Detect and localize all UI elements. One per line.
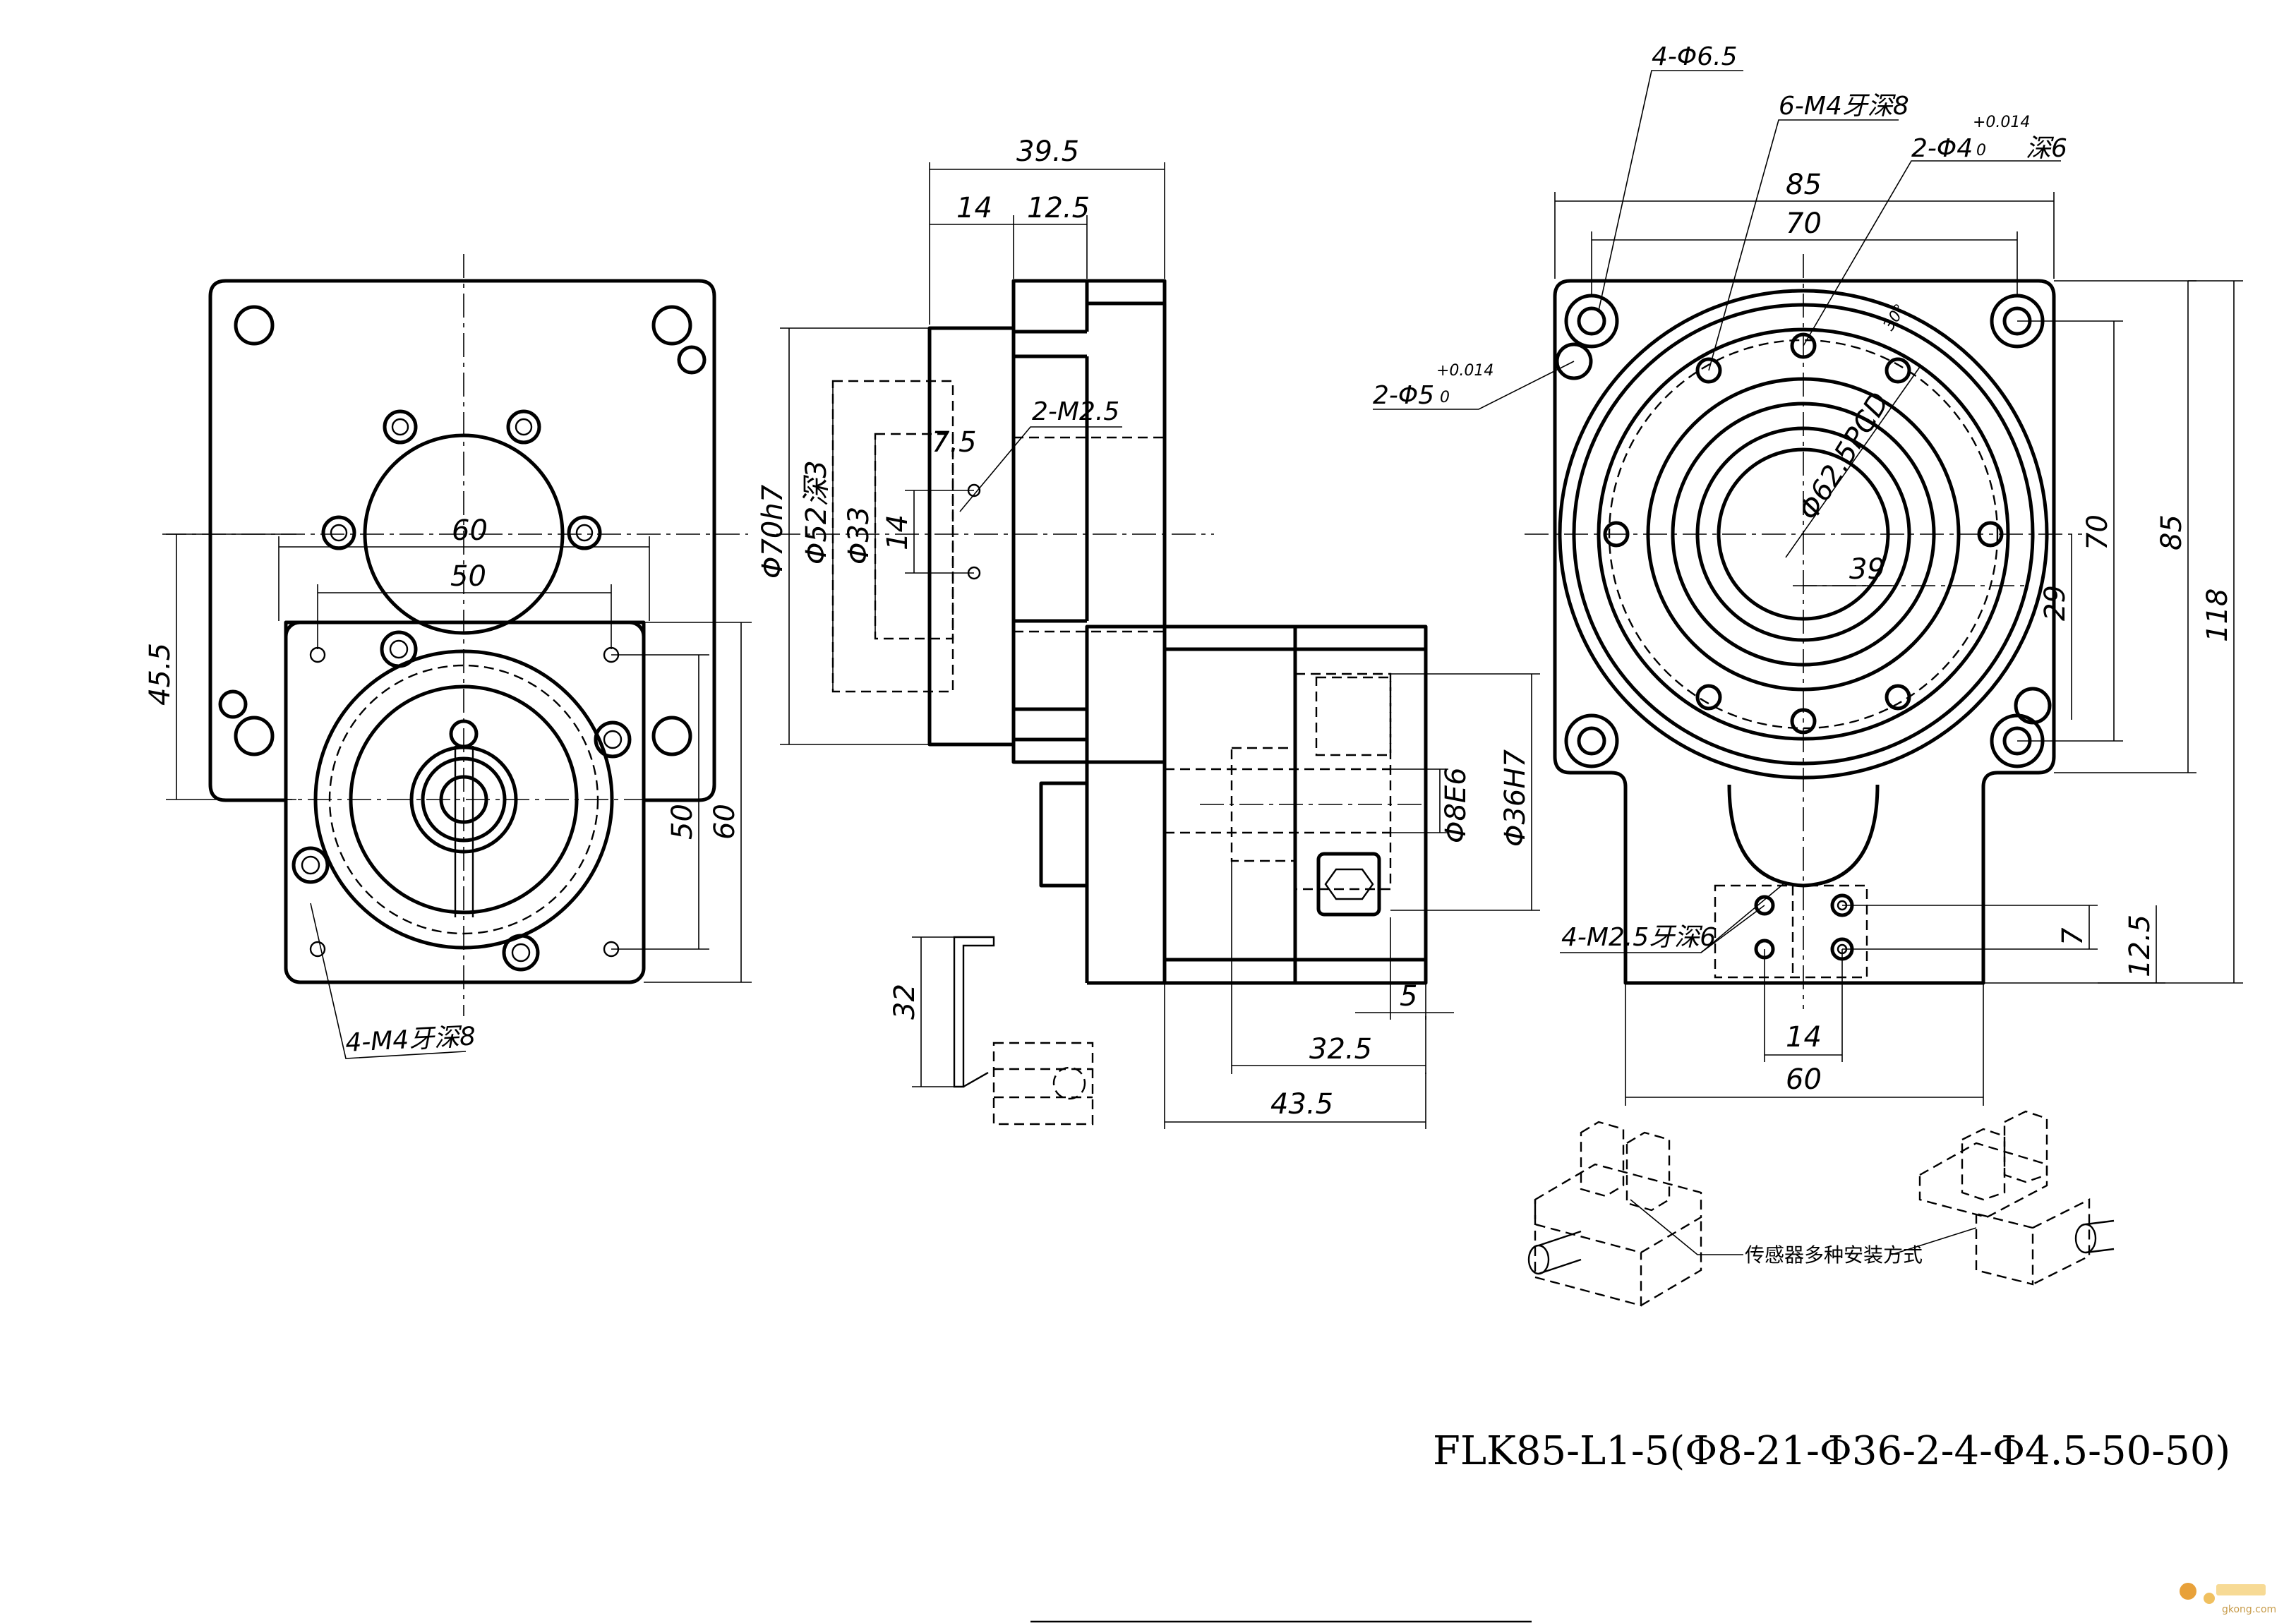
- side-dim-39-5: 39.5: [929, 135, 1165, 325]
- side-dim-32-5-label: 32.5: [1309, 1033, 1372, 1066]
- front-dim-45-5: 45.5: [144, 533, 296, 800]
- right-note-m4: 6-M4牙深8: [1708, 92, 1909, 371]
- right-dim-v29-label: 29: [2039, 585, 2072, 621]
- front-dim-v60: 60: [644, 622, 752, 983]
- right-dim-v7-12-5: 7 12.5: [1842, 905, 2165, 984]
- right-dim-v7-label: 7: [2057, 927, 2089, 946]
- drawing-title: FLK85-L1-5(Φ8-21-Φ36-2-4-Φ4.5-50-50): [1433, 1428, 2230, 1474]
- side-dim-phi36: Φ36H7: [1390, 673, 1540, 911]
- right-dim-70-label: 70: [1786, 207, 1822, 240]
- right-dim-60: 60: [1625, 983, 1984, 1106]
- upper-disc-bolts: [321, 409, 602, 550]
- side-dim-14-label: 14: [956, 192, 992, 224]
- right-dim-pcd-label: Φ62.5PCD: [1792, 387, 1896, 526]
- right-dim-85-label: 85: [1786, 169, 1822, 201]
- right-note-holes-label: 4-Φ6.5: [1652, 42, 1737, 71]
- right-note-pin5-tol: +0.014: [1436, 362, 1493, 380]
- side-dim-phi70: Φ70h7: [757, 327, 930, 745]
- watermark-logo: gkong.com: [2180, 1583, 2276, 1615]
- side-dim-phi8-label: Φ8E6: [1440, 767, 1472, 843]
- front-dim-50-label: 50: [450, 560, 486, 593]
- sensor-bracket-detail: 32: [889, 936, 1094, 1126]
- side-dim-12-5-label: 12.5: [1027, 192, 1090, 224]
- flange-lobe-bolts: [291, 630, 632, 972]
- sensor-isometric-sketches: 传感器多种安装方式: [1527, 1110, 2115, 1307]
- right-dim-14-label: 14: [1786, 1021, 1822, 1054]
- right-dim-v85: 85: [2054, 280, 2196, 773]
- right-dim-14: 14: [1764, 949, 1843, 1062]
- front-dim-50: 50: [317, 560, 612, 649]
- side-table-body: [1011, 279, 1167, 764]
- side-dim-phi8: Φ8E6: [1390, 767, 1472, 843]
- front-dim-60: 60: [278, 514, 650, 621]
- front-dim-v50-label: 50: [666, 804, 699, 840]
- side-view: 39.5 14 12.5 7.5 2-M2.5 Φ70h7 Φ52深3 Φ33: [757, 135, 1540, 1129]
- side-dim-5-label: 5: [1400, 980, 1417, 1013]
- side-note-m2-5: 2-M2.5: [959, 397, 1122, 512]
- right-dim-60-label: 60: [1786, 1063, 1822, 1096]
- right-dim-v118: 118: [1983, 280, 2243, 984]
- right-dim-v70-label: 70: [2081, 514, 2114, 550]
- right-note-pin5-tol0: 0: [1440, 389, 1450, 406]
- front-dim-60-label: 60: [452, 514, 488, 547]
- side-dim-5: 5: [1355, 917, 1454, 1020]
- right-note-pin4-tol0: 0: [1976, 142, 1986, 159]
- right-note-pin5-label: 2-Φ5: [1373, 381, 1434, 410]
- side-dim-32-5: 32.5: [1231, 861, 1426, 1074]
- side-flange-disc: [927, 326, 1016, 747]
- right-dim-v85-label: 85: [2156, 514, 2188, 550]
- side-dim-phi33: Φ33: [843, 434, 876, 639]
- front-view: 60 50 45.5 50 60 4-M4牙深8: [144, 254, 752, 1059]
- right-dim-v70: 70: [2017, 320, 2123, 742]
- right-dim-v12-5-label: 12.5: [2124, 915, 2156, 977]
- right-note-pin4: 2-Φ4 +0.014 0 深6: [1803, 114, 2067, 346]
- right-note-m2-5: 4-M2.5牙深6: [1560, 881, 1786, 953]
- front-note-m4: 4-M4牙深8: [310, 903, 476, 1059]
- side-dim-phi52-label: Φ52深3: [800, 460, 833, 565]
- sensor-sketch-right: [1918, 1110, 2115, 1286]
- side-dim-phi36-label: Φ36H7: [1499, 749, 1532, 847]
- right-note-pin4-tol: +0.014: [1973, 114, 2030, 131]
- side-note-m2-5-label: 2-M2.5: [1032, 397, 1119, 426]
- front-dim-v50: 50: [611, 654, 709, 950]
- side-dim-39-5-label: 39.5: [1016, 135, 1079, 168]
- right-dim-85: 85: [1554, 169, 2055, 279]
- sensor-sketch-left: [1527, 1121, 1702, 1307]
- side-dim-14v-label: 14: [882, 514, 914, 550]
- right-note-holes: 4-Φ6.5: [1598, 42, 1743, 311]
- motor-flange: [284, 620, 646, 984]
- side-dim-14v: 14: [882, 490, 974, 574]
- right-note-pin4-depth: 深6: [2026, 134, 2067, 163]
- right-dim-39-label: 39: [1849, 553, 1885, 586]
- front-note-m4-label: 4-M4牙深8: [344, 1022, 476, 1058]
- front-dim-v60-label: 60: [709, 804, 741, 840]
- side-dim-7-5-label: 7.5: [932, 426, 977, 459]
- right-dim-v118-label: 118: [2201, 589, 2234, 642]
- right-note-pin4-label: 2-Φ4: [1911, 134, 1973, 163]
- side-dim-43-5-label: 43.5: [1270, 1088, 1333, 1121]
- right-note-m4-label: 6-M4牙深8: [1779, 92, 1909, 121]
- sensor-caption: 传感器多种安装方式: [1745, 1243, 1923, 1267]
- watermark-text: gkong.com: [2222, 1604, 2276, 1615]
- side-dim-phi52: Φ52深3: [800, 381, 834, 692]
- side-dim-phi70-label: Φ70h7: [757, 484, 789, 579]
- right-dim-v29: 29: [2039, 534, 2072, 720]
- right-dim-70: 70: [1591, 207, 2018, 296]
- right-note-pin5: 2-Φ5 +0.014 0: [1373, 361, 1575, 410]
- right-dim-39: 39: [1803, 553, 1892, 586]
- bracket-dim-32-label: 32: [889, 984, 921, 1020]
- side-dim-43-5: 43.5: [1164, 984, 1426, 1129]
- side-dim-14-12-5: 14 12.5: [930, 192, 1090, 279]
- front-dim-45-5-label: 45.5: [144, 643, 176, 706]
- side-dim-phi33-label: Φ33: [843, 507, 875, 565]
- right-view: 85 70 70 85 118 29: [1373, 42, 2243, 1106]
- right-note-m2-5-label: 4-M2.5牙深6: [1561, 923, 1716, 952]
